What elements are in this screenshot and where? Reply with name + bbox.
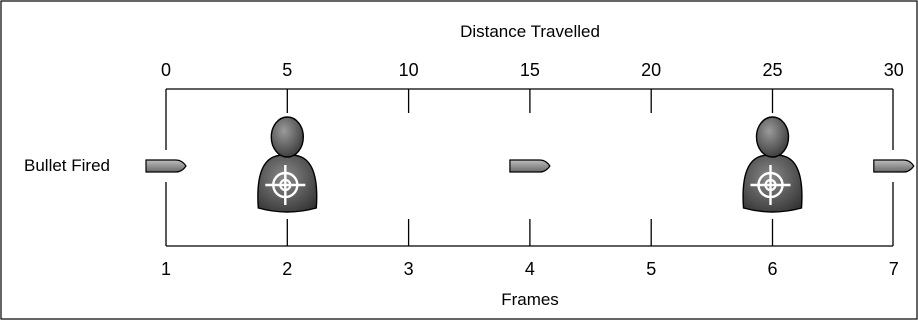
frame-tick-label: 4 (525, 259, 535, 279)
frame-tick-label: 5 (646, 259, 656, 279)
bottom-axis-title: Frames (501, 290, 559, 309)
person-target-icon (257, 116, 318, 213)
bullet-icon (873, 159, 915, 173)
top-axis-title: Distance Travelled (460, 22, 600, 41)
distance-tick-label: 0 (161, 60, 171, 80)
crosshair-icon (750, 165, 791, 205)
person-target-icon (742, 116, 803, 213)
frame-tick-label: 2 (282, 259, 292, 279)
crosshair-icon (265, 165, 306, 205)
distance-tick-label: 20 (641, 60, 661, 80)
frame-tick-label: 6 (767, 259, 777, 279)
distance-tick-label: 30 (884, 60, 904, 80)
bullet-icon (145, 159, 187, 173)
object-group (145, 116, 915, 213)
frame-tick-label: 3 (404, 259, 414, 279)
distance-tick-label: 5 (282, 60, 292, 80)
distance-tick-label: 25 (762, 60, 782, 80)
frame-tick-label: 7 (889, 259, 899, 279)
tick-group: 0 5 10 15 20 25 30 1 2 3 4 5 6 7 (161, 60, 904, 279)
frame-tick-label: 1 (161, 259, 171, 279)
row-label: Bullet Fired (24, 156, 110, 175)
bullet-icon (509, 159, 551, 173)
distance-tick-label: 10 (399, 60, 419, 80)
distance-tick-label: 15 (520, 60, 540, 80)
